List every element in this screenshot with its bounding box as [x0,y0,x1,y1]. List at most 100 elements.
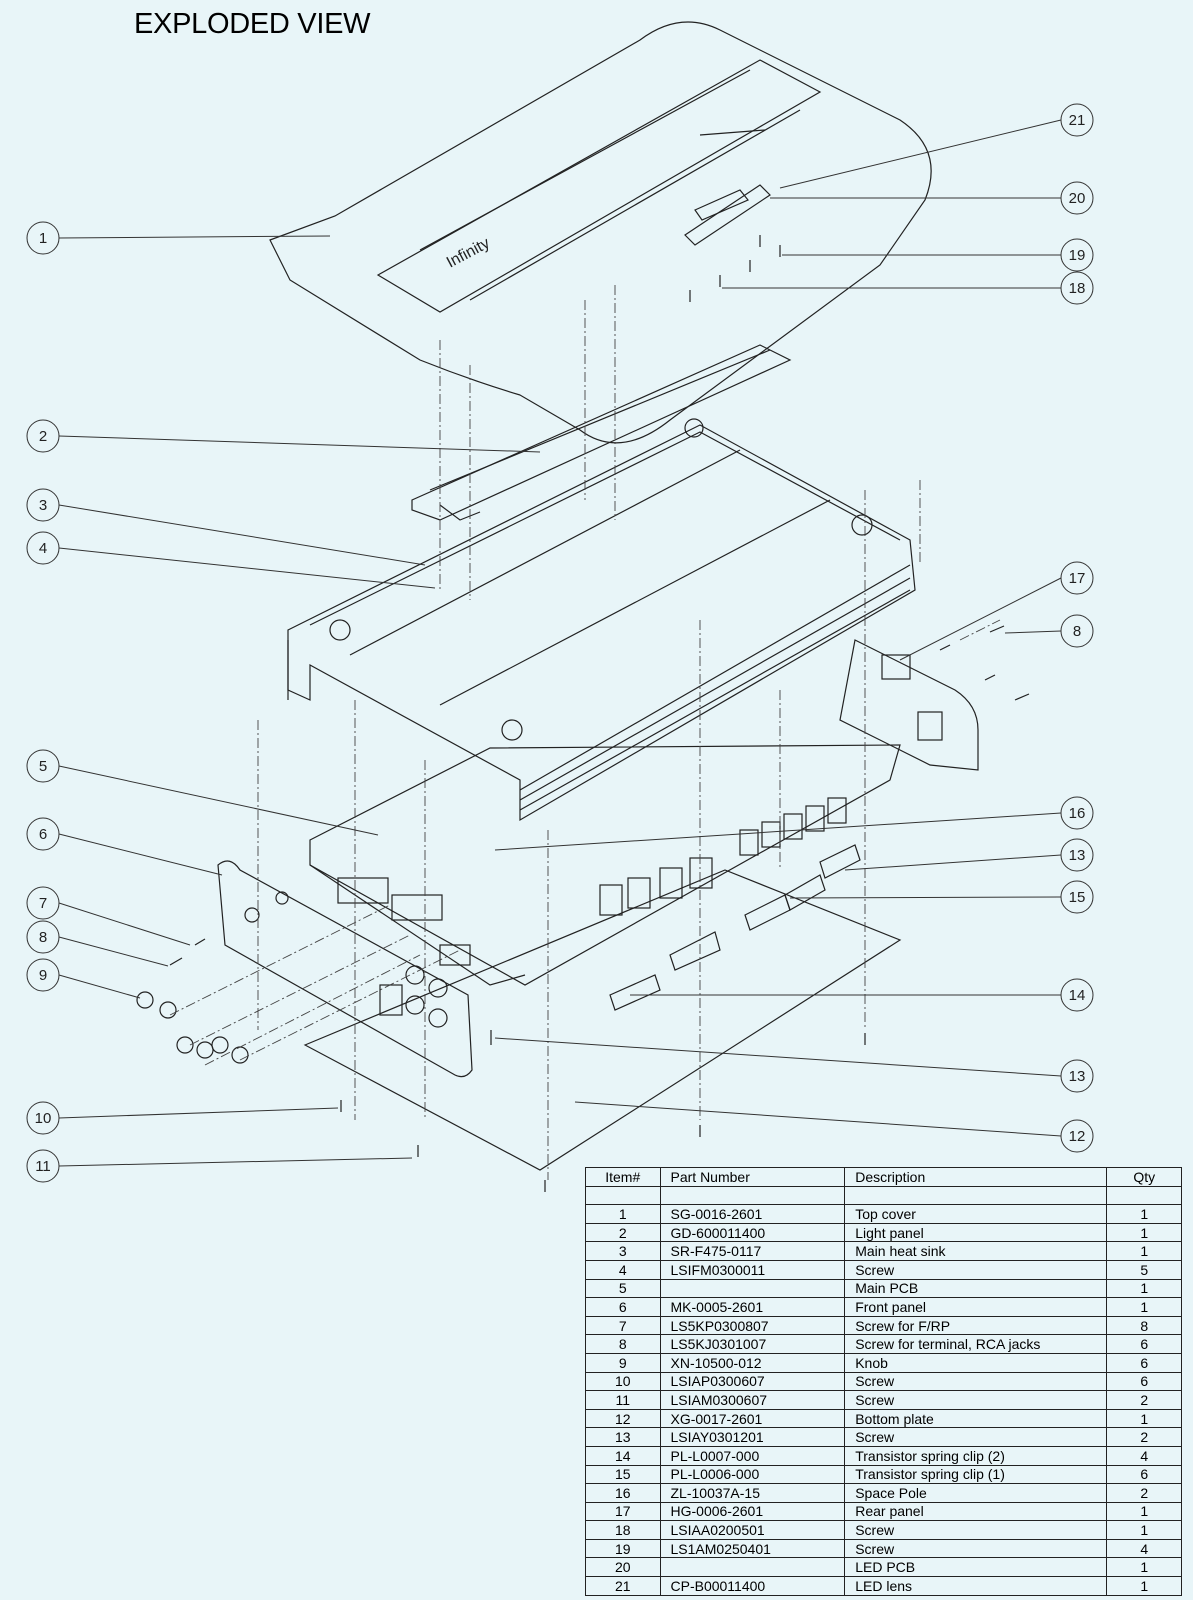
spring-clips-drawing [609,844,861,1011]
item-number-cell: 5 [585,1278,661,1299]
part-number-cell: SG-0016-2601 [659,1204,846,1224]
svg-text:4: 4 [39,540,47,557]
callout-5: 5 [26,749,379,836]
part-number-cell: PL-L0006-000 [659,1464,846,1485]
item-number-cell: 15 [585,1464,661,1485]
svg-text:6: 6 [39,826,47,843]
front-panel-drawing [217,860,473,1078]
quantity-cell: 1 [1106,1204,1182,1224]
svg-text:16: 16 [1069,805,1086,822]
item-number-cell: 17 [585,1501,661,1522]
part-number-cell: SR-F475-0117 [659,1241,846,1261]
top-cover-drawing: Infinity [269,21,932,444]
item-number-cell: 12 [585,1408,661,1429]
callout-6: 6 [26,817,223,876]
table-spacer-row [585,1185,1182,1206]
callout-9: 9 [26,958,141,999]
rear-panel-drawing [839,639,979,771]
item-number-cell: 7 [585,1315,661,1336]
description-cell: LED lens [844,1576,1108,1596]
svg-text:9: 9 [39,967,47,984]
svg-text:7: 7 [39,895,47,912]
description-cell: Knob [844,1352,1108,1373]
svg-text:5: 5 [39,758,47,775]
description-cell: Bottom plate [844,1408,1108,1429]
part-number-cell: LSIAY0301201 [659,1427,846,1447]
callout-11: 11 [26,1149,413,1183]
part-number-cell [659,1557,846,1578]
quantity-cell: 2 [1106,1427,1182,1447]
light-panel-drawing [411,344,792,521]
item-number-cell: 20 [585,1557,661,1578]
svg-text:17: 17 [1069,570,1086,587]
item-number-cell: 10 [585,1371,661,1392]
callout-10: 10 [26,1101,339,1135]
assembly-lines [169,285,1001,1180]
item-number-cell: 8 [585,1334,661,1354]
svg-text:2: 2 [39,428,47,445]
item-number-cell: 9 [585,1352,661,1373]
svg-text:13: 13 [1069,847,1086,864]
callout-15: 15 [789,880,1094,914]
item-number-cell: 1 [585,1204,661,1224]
callout-12: 12 [574,1101,1094,1153]
callout-8-front: 8 [26,920,169,967]
item-number-cell: 3 [585,1241,661,1261]
quantity-cell: 1 [1106,1520,1182,1540]
part-number-cell: LSIAP0300607 [659,1371,846,1392]
svg-text:10: 10 [35,1110,52,1127]
main-pcb-drawing [309,744,901,986]
item-number-cell: 11 [585,1390,661,1410]
description-cell: Screw [844,1520,1108,1540]
quantity-cell: 1 [1106,1297,1182,1317]
description-cell: Rear panel [844,1501,1108,1522]
svg-text:12: 12 [1069,1128,1086,1145]
quantity-cell: 6 [1106,1464,1182,1485]
svg-text:18: 18 [1069,280,1086,297]
callout-7: 7 [26,886,191,946]
description-cell: LED PCB [844,1557,1108,1578]
header-item: Item# [585,1167,661,1187]
quantity-cell: 1 [1106,1557,1182,1578]
callout-18: 18 [722,271,1094,305]
item-number-cell: 18 [585,1520,661,1540]
quantity-cell: 8 [1106,1315,1182,1336]
item-number-cell: 2 [585,1222,661,1243]
part-number-cell: PL-L0007-000 [659,1445,846,1466]
quantity-cell: 1 [1106,1222,1182,1243]
item-number-cell: 6 [585,1297,661,1317]
item-number-cell: 4 [585,1259,661,1280]
callout-13-bottom: 13 [494,1037,1094,1093]
quantity-cell: 5 [1106,1259,1182,1280]
part-number-cell: HG-0006-2601 [659,1501,846,1522]
part-number-cell: LS5KP0300807 [659,1315,846,1336]
svg-text:3: 3 [39,497,47,514]
part-number-cell: LSIAM0300607 [659,1390,846,1410]
description-cell: Top cover [844,1204,1108,1224]
screws-drawing [136,235,1030,1192]
item-number-cell: 19 [585,1538,661,1559]
svg-text:1: 1 [39,230,47,247]
description-cell: Light panel [844,1222,1108,1243]
svg-text:8: 8 [1073,623,1081,640]
svg-text:20: 20 [1069,190,1086,207]
callout-17: 17 [899,561,1094,661]
description-cell: Transistor spring clip (2) [844,1445,1108,1466]
part-number-cell: XG-0017-2601 [659,1408,846,1429]
